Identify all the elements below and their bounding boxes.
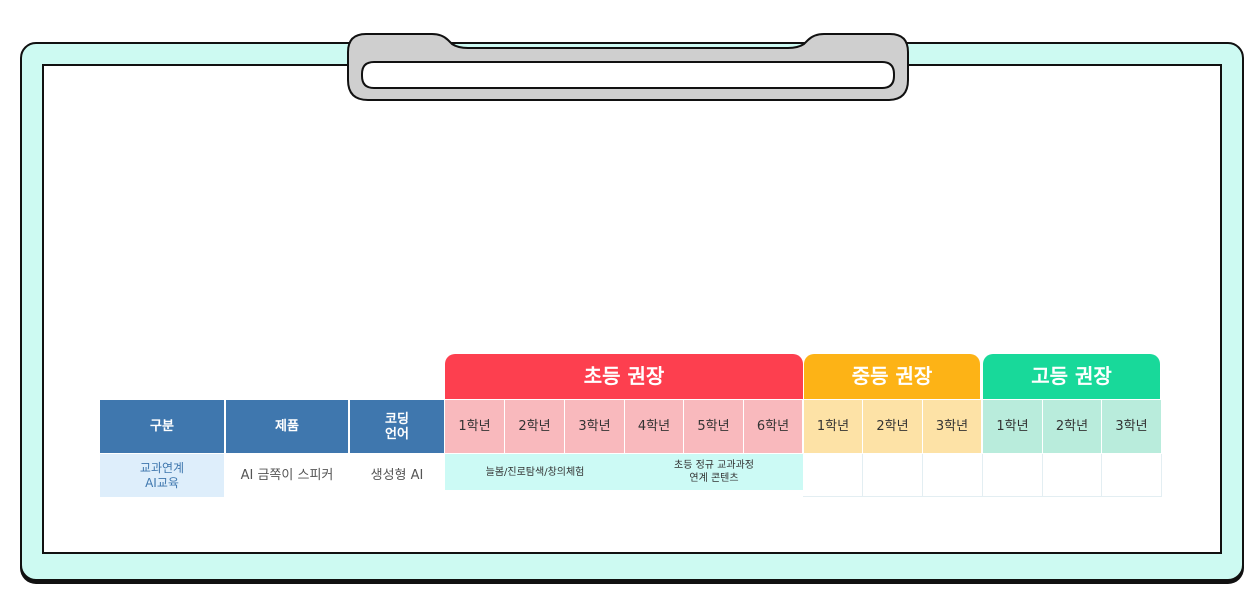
row-category-line1: 교과연계: [139, 460, 185, 475]
row-coding-language: 생성형 AI: [350, 454, 444, 497]
grade-elementary-1: 1학년: [445, 400, 505, 453]
grade-elementary-4: 4학년: [625, 400, 684, 453]
grade-middle-2: 2학년: [863, 400, 923, 453]
empty-cell: [863, 454, 923, 497]
stage-high: 고등 권장: [983, 354, 1160, 399]
header-coding-language: 코딩 언어: [350, 400, 444, 453]
row-product: AI 금쪽이 스피커: [226, 454, 348, 497]
grade-middle-3: 3학년: [923, 400, 982, 453]
grade-middle-1: 1학년: [804, 400, 863, 453]
content-bar-regular-curriculum: 초등 정규 교과과정 연계 콘텐츠: [625, 454, 803, 490]
grade-elementary-3: 3학년: [565, 400, 625, 453]
header-category: 구분: [100, 400, 224, 453]
empty-cell: [983, 454, 1043, 497]
stage-elementary: 초등 권장: [445, 354, 803, 399]
clipboard-clip-icon: [347, 33, 909, 101]
grade-high-1: 1학년: [983, 400, 1043, 453]
grade-high-3: 3학년: [1102, 400, 1162, 453]
content-bar-afterschool: 늘봄/진로탐색/창의체험: [445, 454, 625, 490]
content-line2: 연계 콘텐츠: [689, 473, 739, 484]
empty-cell: [1043, 454, 1102, 497]
row-category: 교과연계 AI교육: [100, 454, 224, 497]
grade-high-2: 2학년: [1043, 400, 1102, 453]
grade-elementary-2: 2학년: [505, 400, 565, 453]
header-coding-language-line1: 코딩: [385, 411, 409, 427]
grade-elementary-5: 5학년: [684, 400, 744, 453]
stage-label: 중등 권장: [851, 364, 933, 388]
stage-label: 고등 권장: [1031, 364, 1112, 388]
empty-cell: [803, 454, 863, 497]
grade-elementary-6: 6학년: [744, 400, 803, 453]
row-category-line2: AI교육: [145, 475, 179, 490]
stage-middle: 중등 권장: [804, 354, 980, 399]
header-product: 제품: [226, 400, 348, 453]
header-coding-language-line2: 언어: [385, 426, 409, 442]
content-line1: 초등 정규 교과과정: [674, 460, 754, 471]
empty-cell: [1102, 454, 1162, 497]
empty-cell: [923, 454, 983, 497]
stage-label: 초등 권장: [583, 364, 665, 388]
